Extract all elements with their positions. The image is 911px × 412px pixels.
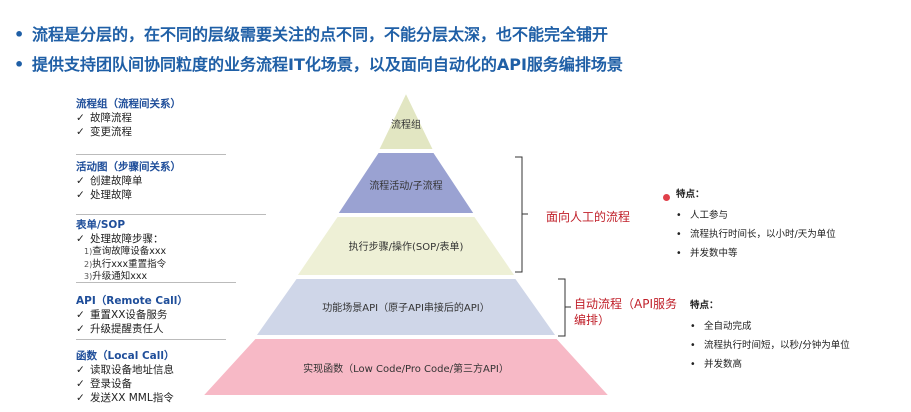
- pyramid-layer-3: [294, 215, 518, 277]
- feature-item: •并发数高: [690, 359, 743, 370]
- bracket-manual: [515, 156, 528, 273]
- group-item: ✓变更流程: [76, 126, 132, 138]
- group-title: 活动图（步骤间关系）: [76, 161, 181, 173]
- separator: [76, 339, 226, 340]
- feature-item: •流程执行时间短，以秒/分钟为单位: [690, 340, 850, 351]
- features-title: 特点：: [690, 300, 719, 311]
- pyramid-layer-5: [199, 337, 613, 397]
- pointer-dot-icon: [663, 194, 670, 201]
- group-title: 函数（Local Call）: [76, 350, 175, 362]
- group-item: ✓发送XX MML指令: [76, 392, 174, 404]
- group-item: ✓处理故障: [76, 189, 132, 201]
- group-item: ✓登录设备: [76, 378, 132, 390]
- bracket-auto: [558, 278, 571, 337]
- feature-item: •并发数中等: [676, 248, 738, 259]
- separator: [76, 282, 236, 283]
- layer-label-5: 实现函数（Low Code/Pro Code/第三方API）: [303, 364, 509, 375]
- label-auto-process-1: 自动流程（API服务: [574, 297, 677, 311]
- label-auto-process-2: 编排）: [574, 313, 611, 327]
- group-item: ✓重置XX设备服务: [76, 309, 168, 321]
- feature-item: •人工参与: [676, 210, 729, 221]
- bullet-1: •流程是分层的，在不同的层级需要关注的点不同，不能分层太深，也不能完全铺开: [14, 25, 609, 44]
- check-icon: ✓: [76, 378, 85, 390]
- sub-step: 2)执行xxx重置指令: [84, 258, 167, 270]
- check-icon: ✓: [76, 309, 85, 321]
- left-group-activity: 活动图（步骤间关系） ✓创建故障单 ✓处理故障: [76, 160, 181, 202]
- left-group-api: API（Remote Call） ✓重置XX设备服务 ✓升级提醒责任人: [76, 294, 188, 336]
- layer-label-4: 功能场景API（原子API串接后的API）: [322, 303, 490, 314]
- pyramid-layer-2: [335, 151, 477, 215]
- left-group-function: 函数（Local Call） ✓读取设备地址信息 ✓登录设备 ✓发送XX MML…: [76, 349, 174, 405]
- check-icon: ✓: [76, 112, 85, 124]
- separator: [76, 214, 266, 215]
- group-item: ✓处理故障步骤：: [76, 233, 164, 245]
- bullet-1-text: 流程是分层的，在不同的层级需要关注的点不同，不能分层太深，也不能完全铺开: [32, 25, 609, 44]
- group-item: ✓升级提醒责任人: [76, 323, 164, 335]
- check-icon: ✓: [76, 392, 85, 404]
- header-bullets: •流程是分层的，在不同的层级需要关注的点不同，不能分层太深，也不能完全铺开 •提…: [14, 20, 623, 80]
- check-icon: ✓: [76, 189, 85, 201]
- separator: [76, 154, 226, 155]
- check-icon: ✓: [76, 126, 85, 138]
- check-icon: ✓: [76, 323, 85, 335]
- left-group-process-group: 流程组（流程间关系） ✓故障流程 ✓变更流程: [76, 97, 181, 139]
- layer-label-1: 流程组: [391, 120, 421, 131]
- feature-item: •全自动完成: [690, 321, 752, 332]
- features-auto: 特点： •全自动完成 •流程执行时间短，以秒/分钟为单位 •并发数高: [690, 297, 850, 374]
- check-icon: ✓: [76, 233, 85, 245]
- features-manual: 特点： •人工参与 •流程执行时间长，以小时/天为单位 •并发数中等: [676, 186, 836, 263]
- feature-item: •流程执行时间长，以小时/天为单位: [676, 229, 836, 240]
- pyramid-layer-4: [253, 277, 559, 337]
- group-title: 流程组（流程间关系）: [76, 98, 181, 110]
- group-title: API（Remote Call）: [76, 295, 188, 307]
- group-item: ✓故障流程: [76, 112, 132, 124]
- layer-label-3: 执行步骤/操作(SOP/表单): [348, 242, 464, 253]
- label-manual-process: 面向人工的流程: [546, 210, 631, 224]
- group-item: ✓创建故障单: [76, 175, 143, 187]
- pyramid-layer-1: [376, 89, 436, 151]
- check-icon: ✓: [76, 175, 85, 187]
- features-title: 特点：: [676, 189, 705, 200]
- bullet-2-text: 提供支持团队间协同粒度的业务流程IT化场景，以及面向自动化的API服务编排场景: [32, 55, 623, 74]
- sub-step: 1)查询故障设备xxx: [84, 246, 167, 257]
- layer-label-2: 流程活动/子流程: [369, 181, 443, 192]
- group-title: 表单/SOP: [76, 219, 126, 231]
- left-group-form-sop: 表单/SOP ✓处理故障步骤： 1)查询故障设备xxx 2)执行xxx重置指令 …: [76, 218, 166, 284]
- bullet-2: •提供支持团队间协同粒度的业务流程IT化场景，以及面向自动化的API服务编排场景: [14, 55, 623, 74]
- sub-step: 3)升级通知xxx: [84, 271, 148, 282]
- check-icon: ✓: [76, 364, 85, 376]
- group-item: ✓读取设备地址信息: [76, 364, 174, 376]
